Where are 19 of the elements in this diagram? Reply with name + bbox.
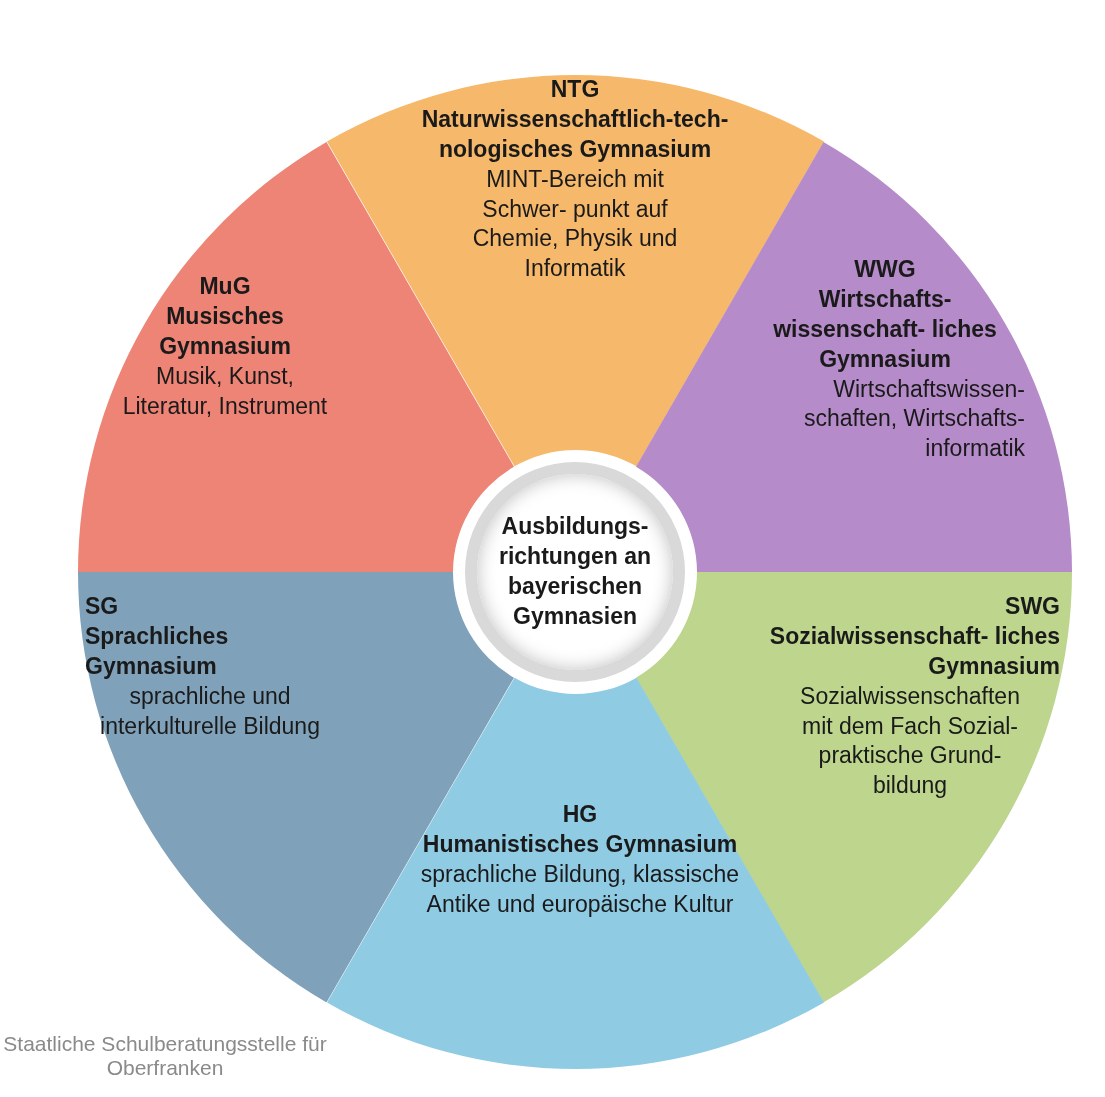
segment-description: Sozialwissenschaften mit dem Fach Sozial- praktische Grund- bildung	[799, 681, 1021, 801]
source-note: Staatliche Schulberatungsstelle für Oberfranken	[2, 1032, 328, 1080]
segment-title: Wirtschafts- wissenschaft- liches Gymnasium	[772, 284, 998, 374]
segment-title: Musisches Gymnasium	[158, 301, 292, 361]
segment-title: Humanistisches Gymnasium	[421, 829, 739, 859]
center-title: Ausbildungs- richtungen an bayerischen Gymnasien	[497, 512, 653, 631]
segment-description: sprachliche und interkulturelle Bildung	[99, 681, 321, 741]
segment-abbreviation: NTG	[549, 75, 601, 104]
segment-description: Wirtschaftswissen- schaften, Wirtschafts- informatik	[802, 374, 1025, 464]
segment-description: MINT-Bereich mit Schwer- punkt auf Chemie, Physik und Informatik	[471, 164, 679, 284]
segment-title: Sozialwissenschaft- liches Gymnasium	[768, 621, 1060, 681]
segment-abbreviation: MuG	[198, 272, 252, 301]
segment-abbreviation: SWG	[1004, 592, 1060, 621]
segment-abbreviation: HG	[561, 800, 599, 829]
segment-description: sprachliche Bildung, klassische Antike und europäische Kultur	[419, 859, 741, 919]
segment-abbreviation: WWG	[853, 255, 917, 284]
segment-abbreviation: SG	[85, 592, 120, 621]
segment-title: Naturwissenschaftlich-tech- nologisches Gymnasium	[420, 104, 730, 164]
segment-description: Musik, Kunst, Literatur, Instrument	[121, 361, 329, 421]
